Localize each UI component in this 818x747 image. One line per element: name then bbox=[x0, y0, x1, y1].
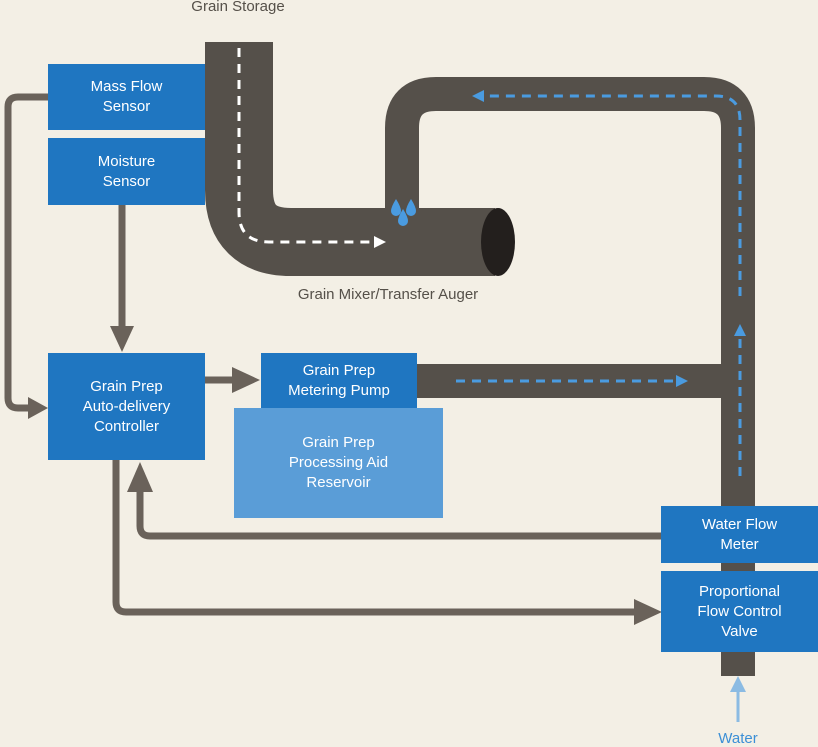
box-line: Grain Prep bbox=[90, 377, 163, 395]
grain-flow-arrow bbox=[237, 48, 386, 248]
grain-storage-label: Grain Storage bbox=[191, 0, 285, 15]
control-arrowheads bbox=[28, 326, 662, 625]
water-label: Water bbox=[718, 730, 758, 747]
box-line: Auto-delivery bbox=[82, 397, 171, 415]
box-line: Mass Flow bbox=[90, 78, 163, 95]
box-line: Flow Control bbox=[697, 602, 782, 620]
box-line: Grain Prep bbox=[302, 434, 375, 451]
control-lines bbox=[4, 93, 662, 616]
grain-pipe bbox=[205, 42, 495, 276]
auger-end bbox=[481, 208, 515, 276]
water-pipe bbox=[385, 77, 755, 676]
box-line: Valve bbox=[721, 622, 758, 640]
box-line: Sensor bbox=[102, 98, 151, 115]
water-flow-arrow-top bbox=[472, 90, 742, 296]
incoming-water-arrow bbox=[730, 676, 746, 722]
box-line: Moisture bbox=[97, 152, 156, 170]
box-line: Metering Pump bbox=[288, 381, 390, 399]
box-line: Proportional bbox=[699, 582, 780, 600]
box-line: Grain Prep bbox=[302, 361, 376, 379]
box-line: Reservoir bbox=[306, 474, 371, 491]
box-line: Water Flow bbox=[701, 515, 778, 533]
box-line: Meter bbox=[720, 535, 759, 553]
water-drops-icon bbox=[391, 199, 416, 226]
box-line: Controller bbox=[93, 417, 159, 435]
box-line: Processing Aid bbox=[288, 454, 389, 471]
mixer-auger-label: Grain Mixer/Transfer Auger bbox=[297, 286, 479, 303]
box-line: Sensor bbox=[102, 172, 151, 190]
